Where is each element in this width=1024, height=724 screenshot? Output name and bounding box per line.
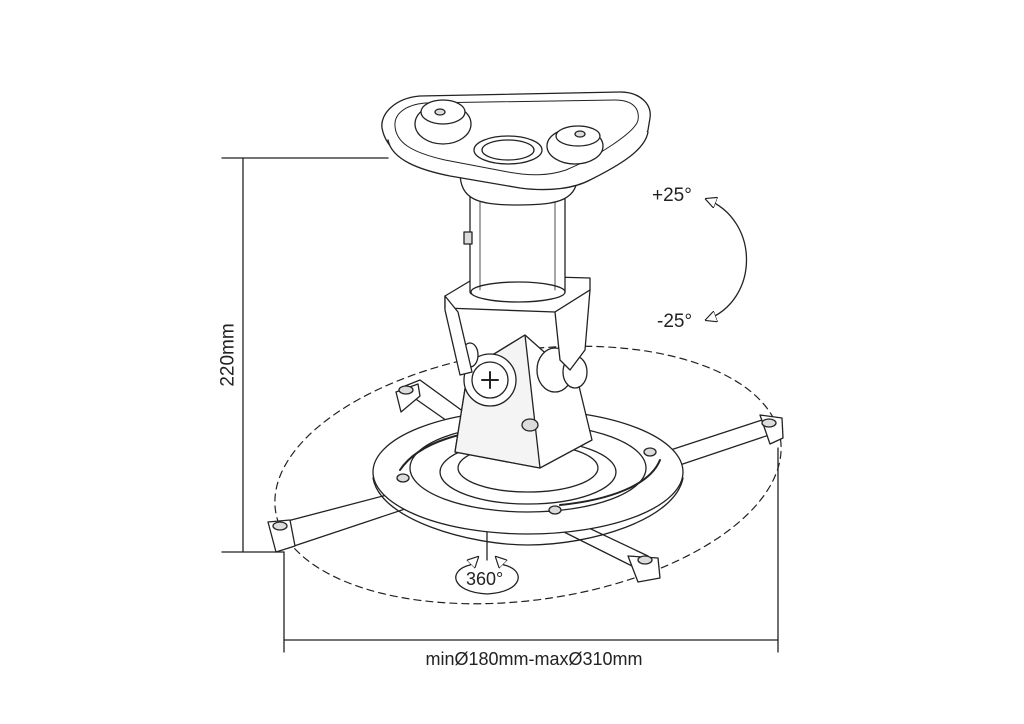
height-label: 220mm [217, 323, 239, 387]
ceiling-plate [381, 91, 651, 191]
rotation-label: 360° [466, 569, 504, 589]
tilt-up-label: +25° [652, 185, 692, 206]
diameter-label: minØ180mm-maxØ310mm [425, 649, 643, 669]
column-tube [459, 171, 579, 303]
tilt-down-label: -25° [657, 311, 693, 332]
height-dimension [221, 157, 389, 553]
arm-screws [272, 385, 777, 565]
diameter-dimension [283, 447, 779, 653]
tilt-arrow-icon [706, 199, 748, 320]
